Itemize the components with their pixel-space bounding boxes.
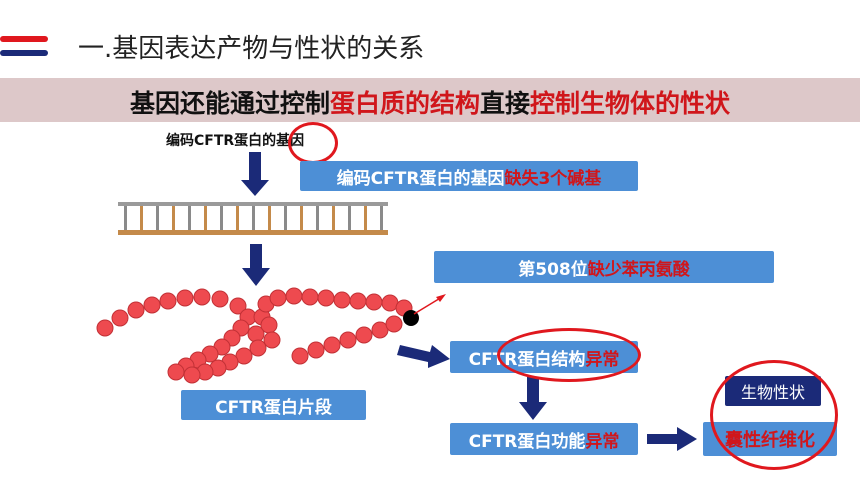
amino-acid-bead [176, 289, 194, 307]
dna-rungs [124, 206, 383, 230]
amino-acid-bead [355, 326, 373, 344]
amino-acid-bead [211, 290, 229, 308]
accent-bar-red [0, 36, 48, 42]
amino-acid-bead [317, 289, 335, 307]
amino-acid-bead [385, 315, 403, 333]
dna-rung [156, 206, 159, 230]
dna-rung [252, 206, 255, 230]
banner-background [0, 78, 860, 122]
banner-statement: 基因还能通过控制蛋白质的结构直接控制生物体的性状 [0, 84, 860, 120]
dna-rung [380, 206, 383, 230]
pointer-line [413, 296, 443, 315]
arrow-protein-to-structure [397, 345, 450, 368]
amino-acid-bead [159, 292, 177, 310]
box-position-508-highlight: 缺少苯丙氨酸 [587, 259, 690, 280]
amino-acid-bead [307, 341, 325, 359]
dna-rung [364, 206, 367, 230]
amino-acid-bead [249, 339, 267, 357]
page-title: 一.基因表达产物与性状的关系 [78, 34, 425, 64]
amino-acid-bead [333, 291, 351, 309]
amino-acid-bead [269, 289, 287, 307]
dna-rung [316, 206, 319, 230]
dna-rung [348, 206, 351, 230]
dna-rung [236, 206, 239, 230]
amino-acid-bead [263, 331, 281, 349]
amino-acid-bead [111, 309, 129, 327]
amino-acid-bead [365, 293, 383, 311]
amino-acid-bead [229, 297, 247, 315]
amino-acid-bead [193, 288, 211, 306]
dna-rung [268, 206, 271, 230]
box-missing-bases-prefix: 编码CFTR蛋白的基因 [336, 168, 505, 189]
banner-part-1: 基因还能通过控制 [129, 89, 330, 118]
dna-rung [220, 206, 223, 230]
arrow-function-to-disease [647, 427, 697, 451]
box-function-prefix: CFTR蛋白功能 [468, 431, 586, 452]
gene-label-prefix: 编码CFTR蛋白的 [166, 133, 277, 149]
banner-part-2: 蛋白质的结构 [329, 89, 480, 118]
banner-part-3: 直接 [480, 89, 531, 118]
highlight-ring-disease [710, 360, 838, 470]
dna-ladder-icon [118, 202, 388, 235]
amino-acid-bead [96, 319, 114, 337]
amino-acid-bead [260, 316, 278, 334]
amino-acid-bead [143, 296, 161, 314]
amino-acid-bead [323, 336, 341, 354]
box-position-508-prefix: 第508位 [518, 259, 588, 280]
pointer-arrowhead [436, 294, 446, 302]
amino-acid-bead [349, 292, 367, 310]
banner-part-4: 控制生物体的性状 [530, 89, 731, 118]
arrow-gene-to-dna [241, 152, 269, 196]
box-position-508: 第508位缺少苯丙氨酸 [434, 251, 774, 283]
dna-rung [172, 206, 175, 230]
amino-acid-bead [167, 363, 185, 381]
amino-acid-bead [285, 287, 303, 305]
box-protein-fragment: CFTR蛋白片段 [181, 390, 366, 420]
dna-rung [124, 206, 127, 230]
amino-acid-bead [291, 347, 309, 365]
dna-rung [300, 206, 303, 230]
accent-bar-navy [0, 50, 48, 56]
box-missing-bases: 编码CFTR蛋白的基因缺失3个碱基 [300, 161, 638, 191]
highlight-ring-gene [288, 122, 338, 164]
dna-rung [332, 206, 335, 230]
amino-acid-bead [301, 288, 319, 306]
dna-rung [188, 206, 191, 230]
arrow-dna-to-protein [242, 244, 270, 286]
protein-bead-chain [96, 287, 413, 384]
box-missing-bases-highlight: 缺失3个碱基 [504, 168, 602, 189]
arrow-structure-to-function [519, 377, 547, 420]
amino-acid-bead [339, 331, 357, 349]
box-function: CFTR蛋白功能异常 [450, 423, 638, 455]
amino-acid-bead [183, 366, 201, 384]
highlight-ring-structure [497, 328, 641, 382]
dna-rung [204, 206, 207, 230]
dna-rung [140, 206, 143, 230]
dna-rung [284, 206, 287, 230]
amino-acid-bead [127, 301, 145, 319]
box-protein-fragment-text: CFTR蛋白片段 [215, 397, 332, 418]
box-function-highlight: 异常 [585, 431, 620, 452]
